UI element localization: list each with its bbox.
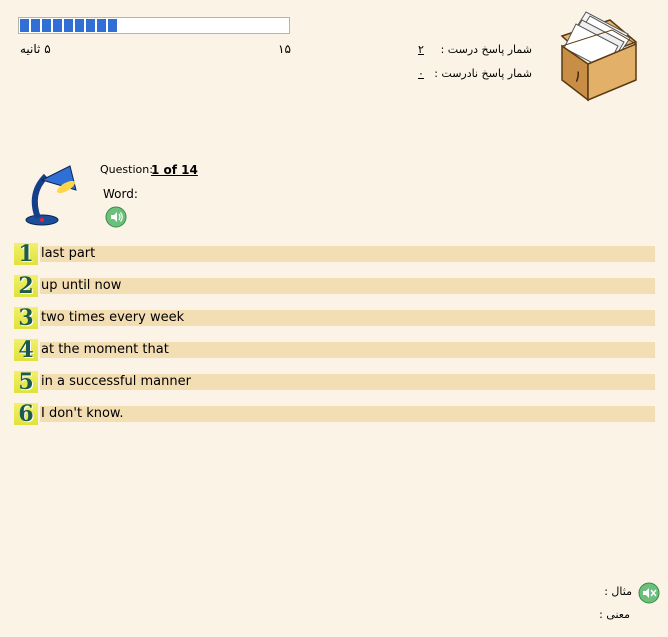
lamp-icon	[25, 165, 77, 226]
answer-option-3[interactable]: 3 two times every week	[14, 307, 655, 329]
answer-option-text: last part	[40, 246, 655, 262]
example-label: مثال :	[604, 585, 632, 598]
answer-option-text: two times every week	[40, 310, 655, 326]
progress-segment	[108, 19, 117, 32]
word-label: Word:	[103, 187, 138, 201]
correct-count-label: شمار پاسخ درست :	[440, 43, 532, 56]
card-box-icon: ۱	[560, 11, 638, 102]
progress-segment	[86, 19, 95, 32]
timer-elapsed-label: ۵ ثانیه	[20, 42, 51, 56]
answer-option-number: 5	[14, 371, 38, 393]
answer-option-number: 6	[14, 403, 38, 425]
progress-segment	[97, 19, 106, 32]
answer-option-text: in a successful manner	[40, 374, 655, 390]
answer-option-number: 2	[14, 275, 38, 297]
answer-option-text: I don't know.	[40, 406, 655, 422]
progress-segment	[42, 19, 51, 32]
meaning-label: معنی :	[599, 608, 630, 621]
timer-progress-fill	[20, 19, 117, 32]
incorrect-count-value: ۰	[418, 67, 424, 80]
progress-segment	[53, 19, 62, 32]
progress-segment	[20, 19, 29, 32]
progress-segment	[64, 19, 73, 32]
play-example-speaker-icon[interactable]	[638, 582, 660, 604]
question-label: Question:	[100, 163, 153, 176]
play-word-speaker-icon[interactable]	[105, 206, 127, 228]
correct-count-value: ۲	[418, 43, 424, 56]
incorrect-count-label: شمار پاسخ نادرست :	[434, 67, 532, 80]
timer-progress-bar	[18, 17, 290, 34]
progress-segment	[75, 19, 84, 32]
answer-option-2[interactable]: 2 up until now	[14, 275, 655, 297]
answer-option-text: at the moment that	[40, 342, 655, 358]
answer-option-6[interactable]: 6 I don't know.	[14, 403, 655, 425]
answer-option-4[interactable]: 4 at the moment that	[14, 339, 655, 361]
question-counter: 1 of 14	[151, 163, 198, 177]
timer-total-label: ۱۵	[278, 42, 291, 56]
answer-option-5[interactable]: 5 in a successful manner	[14, 371, 655, 393]
progress-segment	[31, 19, 40, 32]
answer-option-number: 4	[14, 339, 38, 361]
answer-option-text: up until now	[40, 278, 655, 294]
answer-option-number: 1	[14, 243, 38, 265]
answer-option-number: 3	[14, 307, 38, 329]
answer-option-1[interactable]: 1 last part	[14, 243, 655, 265]
